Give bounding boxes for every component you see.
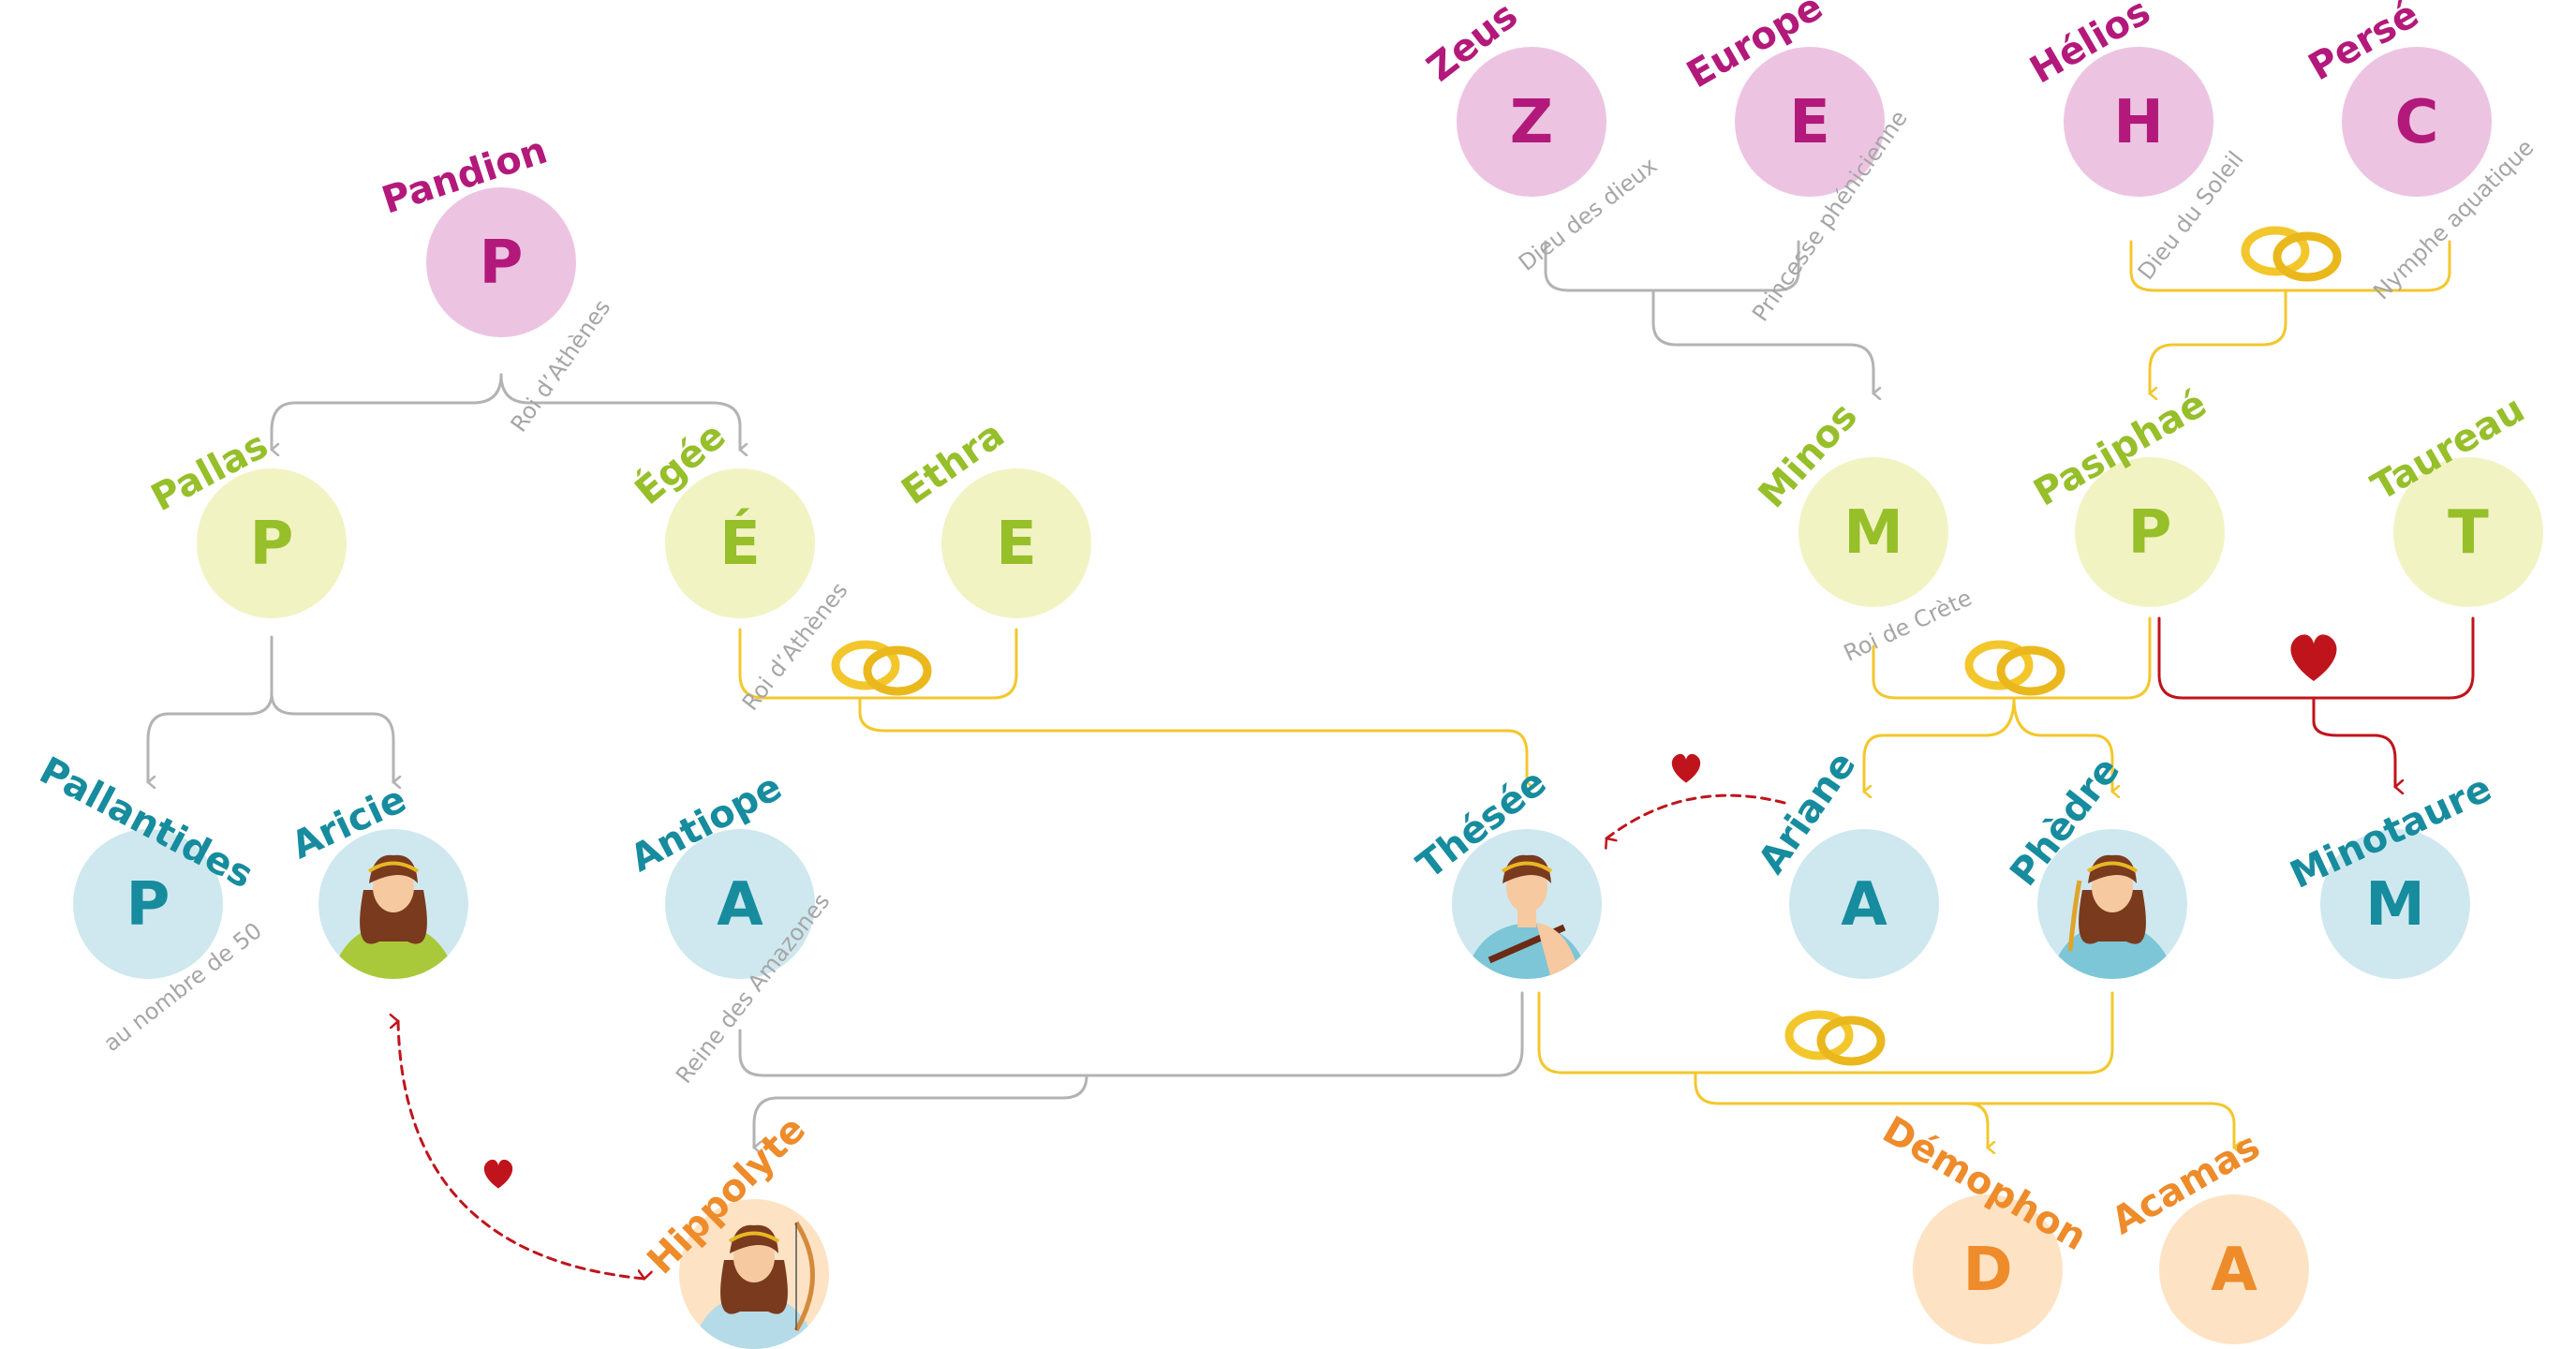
person-initial: H [2113, 88, 2164, 157]
person-thesee: Thésée [1409, 761, 1602, 979]
person-initial: P [2128, 498, 2172, 568]
person-circle [2159, 1194, 2309, 1344]
wedding-rings-icon [2245, 230, 2337, 277]
line-pasiphae-taureau [2157, 616, 2475, 700]
line-pandion-children [272, 373, 503, 450]
person-circle [1457, 47, 1606, 197]
line-thesee-phedre [1537, 991, 2114, 1075]
person-circle [197, 468, 347, 618]
person-initial: D [1962, 1236, 2012, 1305]
person-circle [1735, 47, 1885, 197]
person-circle [941, 468, 1091, 618]
love-aricie-hippolyte [398, 1021, 644, 1279]
person-initial: A [717, 870, 763, 940]
person-initial: É [719, 508, 761, 579]
line-egee-ethra [738, 628, 1018, 700]
person-circle [2342, 47, 2492, 197]
heart-icon [1671, 753, 1701, 783]
wedding-rings-icon [1969, 645, 2061, 691]
person-circle [2075, 457, 2225, 607]
person-initial: M [2365, 870, 2425, 940]
line-zeus-europe [1544, 240, 1800, 292]
person-initial: M [1843, 498, 1903, 568]
person-circle [73, 829, 223, 979]
person-circle [2320, 829, 2470, 979]
person-circle [1799, 457, 1948, 607]
person-aricie: Aricie [285, 778, 468, 979]
person-initial: E [996, 510, 1037, 579]
person-initial: P [126, 870, 170, 940]
person-initial: Z [1510, 88, 1553, 157]
wedding-rings-icon [1789, 1015, 1881, 1061]
line-minos-pasiphae [1872, 616, 2152, 700]
line-pallas-children [148, 635, 274, 782]
person-circle [2393, 457, 2543, 607]
connector-lines [148, 240, 2475, 1279]
hero-laurel-icon [1461, 854, 1592, 979]
wedding-rings-icon [836, 645, 927, 691]
person-initial: A [2211, 1236, 2258, 1305]
person-circle [665, 829, 815, 979]
person-initial: P [480, 229, 524, 298]
person-circle [2064, 47, 2213, 197]
person-circle [665, 468, 815, 618]
person-initial: T [2448, 498, 2489, 568]
person-initial: A [1841, 870, 1888, 940]
heart-icon [483, 1159, 513, 1189]
person-initial: C [2395, 88, 2439, 157]
person-phedre: Phèdre [2002, 749, 2187, 979]
person-circle [1913, 1194, 2063, 1344]
person-circle [1789, 829, 1939, 979]
love-ariane-thesee [1606, 793, 1786, 838]
person-initial: P [250, 510, 294, 579]
person-circle [426, 187, 576, 337]
line-antiope-thesee [738, 991, 1524, 1077]
person-initial: E [1789, 88, 1830, 157]
line-helios-perse [2129, 240, 2451, 292]
heart-icon [2290, 634, 2337, 681]
person-hippolyte: Hippolyte [639, 1107, 829, 1349]
